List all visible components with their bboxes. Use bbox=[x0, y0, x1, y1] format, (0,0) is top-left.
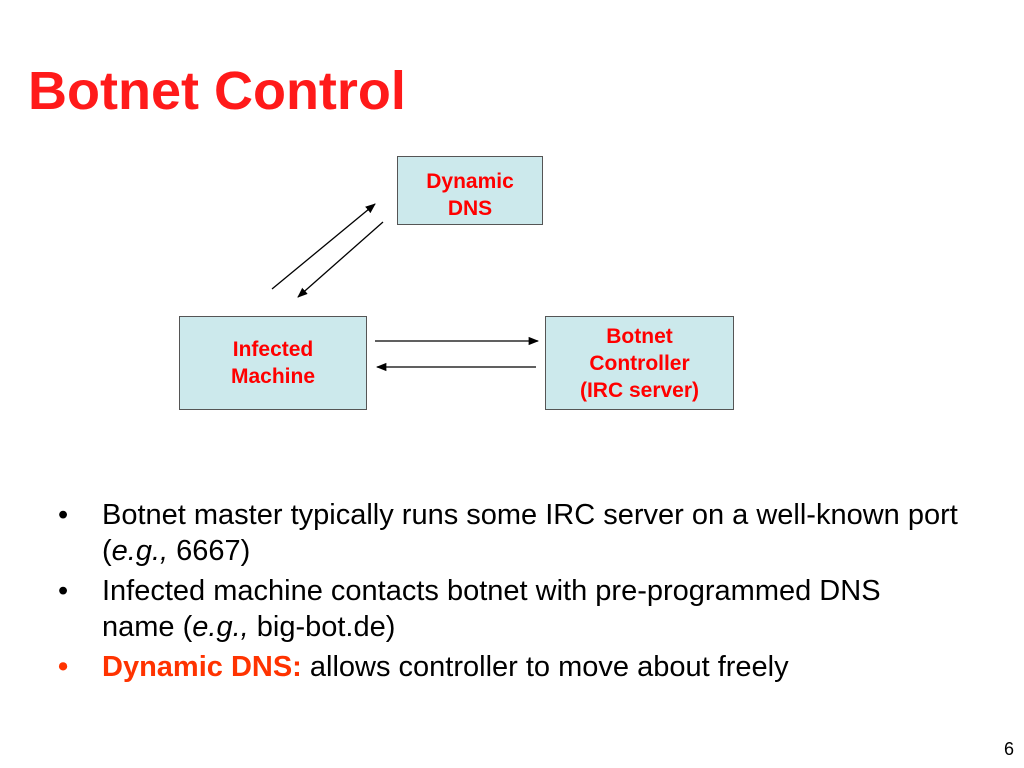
bullet-text: Infected machine contacts botnet with pr… bbox=[102, 575, 881, 643]
bullet-list: • Botnet master typically runs some IRC … bbox=[58, 497, 958, 689]
infected-machine-node: Infected Machine bbox=[179, 316, 367, 410]
bullet-label: Dynamic DNS: bbox=[102, 651, 302, 683]
bullet-emphasis: e.g., bbox=[111, 535, 169, 567]
dns-label-line-2: DNS bbox=[447, 197, 493, 220]
bullet-marker: • bbox=[58, 651, 69, 683]
bullet-emphasis: e.g., bbox=[192, 611, 249, 643]
bullet-text: allows controller to move about freely bbox=[301, 651, 789, 683]
bullet-item: • Dynamic DNS: allows controller to move… bbox=[58, 649, 958, 685]
bullet-item: • Botnet master typically runs some IRC … bbox=[58, 497, 958, 569]
dynamic-dns-node: Dynamic DNS bbox=[397, 156, 543, 225]
bullet-text-end: big-bot.de) bbox=[248, 611, 396, 643]
controller-label-line-1: Botnet bbox=[606, 324, 673, 348]
bullet-item: • Infected machine contacts botnet with … bbox=[58, 573, 958, 645]
bullet-marker: • bbox=[58, 499, 69, 531]
page-number: 6 bbox=[1003, 739, 1014, 759]
arrow-infected-to-dns bbox=[271, 203, 376, 290]
bullet-text: Botnet master typically runs some IRC se… bbox=[102, 499, 958, 567]
infected-label-line-1: Infected bbox=[232, 338, 314, 361]
controller-label-line-3: (IRC server) bbox=[579, 378, 700, 402]
bullet-marker: • bbox=[58, 575, 69, 607]
slide-title: Botnet Control bbox=[28, 61, 406, 121]
controller-label-line-2: Controller bbox=[589, 351, 690, 375]
infected-label-line-2: Machine bbox=[230, 365, 316, 388]
arrow-dns-to-infected bbox=[297, 221, 384, 298]
botnet-controller-node: Botnet Controller (IRC server) bbox=[545, 316, 734, 410]
dns-label-line-1: Dynamic bbox=[426, 170, 514, 193]
bullet-text-end: 6667) bbox=[168, 535, 251, 567]
